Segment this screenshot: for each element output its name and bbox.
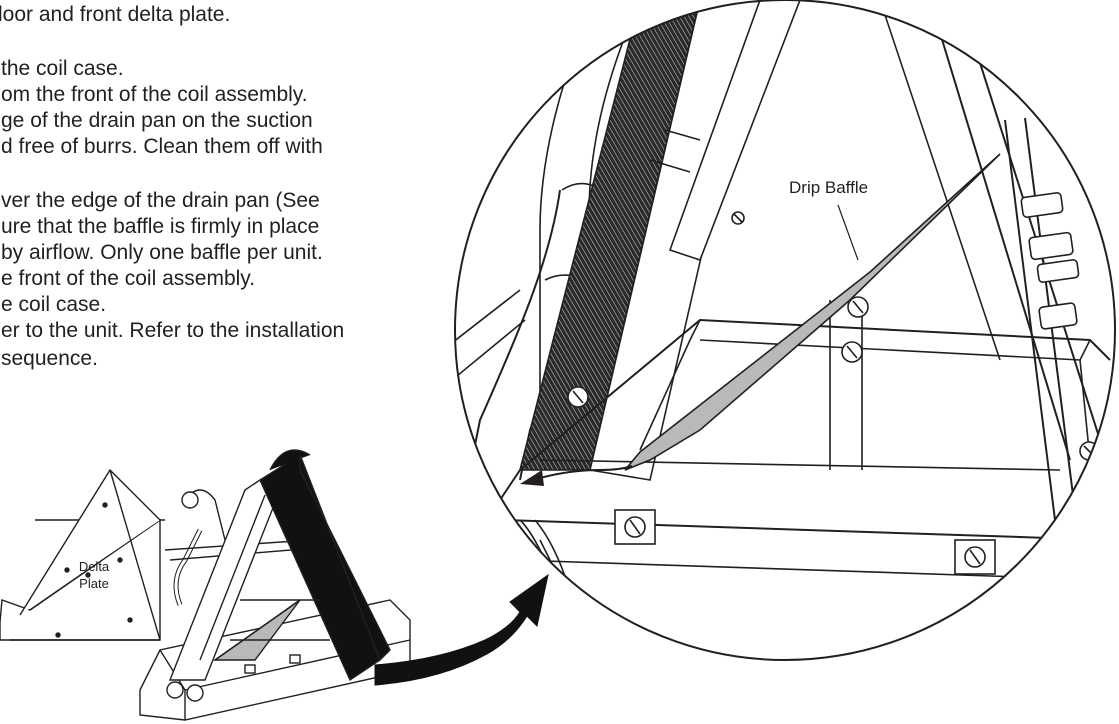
drip-baffle-label: Drip Baffle [789, 178, 869, 197]
instruction-line-4: ge of the drain pan on the suction [1, 109, 313, 132]
instruction-line-1: loor and front delta plate. [0, 3, 231, 26]
instruction-line-9: e front of the coil assembly. [1, 267, 256, 290]
instruction-line-3: om the front of the coil assembly. [1, 83, 308, 106]
instruction-line-6: ver the edge of the drain pan (See [1, 189, 320, 212]
instruction-line-5: d free of burrs. Clean them off with [1, 135, 323, 158]
instruction-line-7: ure that the baffle is firmly in place [1, 215, 320, 238]
delta-plate-label-line2: Plate [79, 576, 109, 591]
instruction-line-8: by airflow. Only one baffle per unit. [1, 241, 323, 264]
instruction-line-2: the coil case. [1, 57, 124, 80]
detail-view [454, 0, 1116, 661]
instruction-line-12: sequence. [1, 347, 98, 370]
callout-arrow [374, 573, 549, 686]
instruction-line-10: e coil case. [1, 293, 107, 316]
drip-baffle-shape [624, 153, 1001, 471]
delta-plate-label-line1: Delta [78, 559, 110, 574]
magnifier-circle [454, 0, 1116, 661]
instruction-line-11: er to the unit. Refer to the installatio… [1, 319, 345, 342]
overview-assembly [0, 449, 411, 721]
